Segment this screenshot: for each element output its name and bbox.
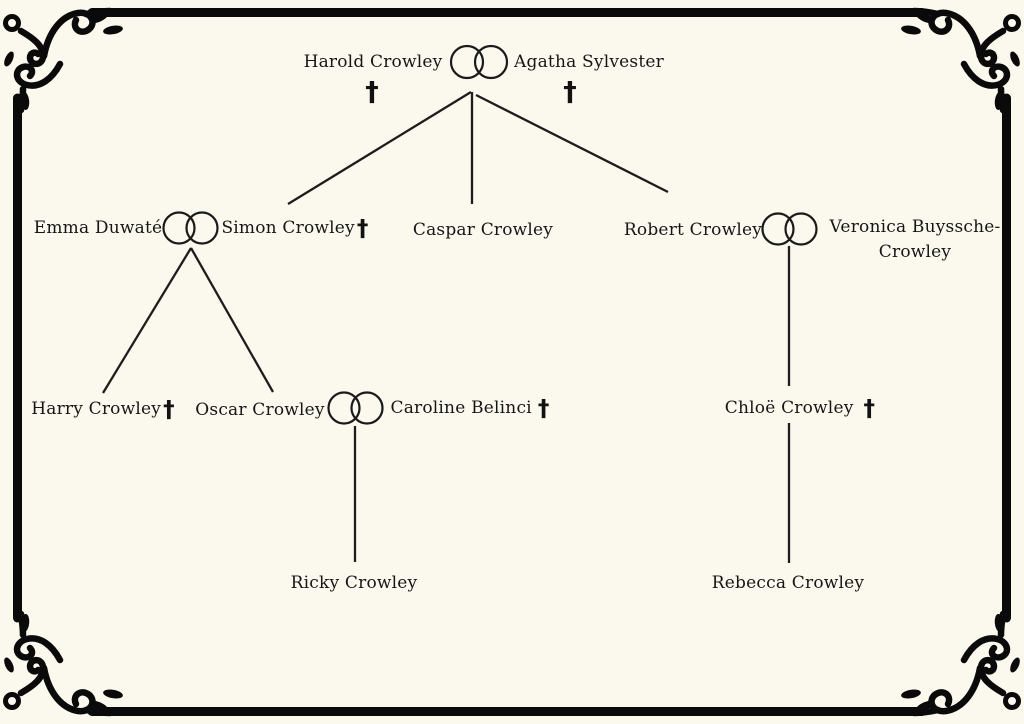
corner-ornament-top-left bbox=[2, 9, 123, 111]
descent-line bbox=[475, 93, 669, 194]
person-label-caspar: Caspar Crowley bbox=[413, 220, 553, 240]
corner-ornament-bottom-left bbox=[2, 614, 123, 716]
person-label-rebecca: Rebecca Crowley bbox=[712, 573, 864, 593]
deceased-dagger-icon: † bbox=[563, 76, 577, 108]
descent-line bbox=[190, 247, 274, 393]
person-name: Chloë Crowley bbox=[724, 398, 854, 418]
person-label-harold: Harold Crowley bbox=[304, 52, 443, 72]
person-label-simon: Simon Crowley † bbox=[221, 216, 369, 242]
person-label-caroline: Caroline Belinci † bbox=[390, 396, 550, 422]
person-name: Robert Crowley bbox=[623, 220, 763, 240]
person-label-oscar: Oscar Crowley bbox=[195, 400, 324, 420]
frame-border bbox=[13, 8, 1011, 716]
marriage-rings bbox=[162, 44, 818, 425]
person-name: Harold Crowley bbox=[303, 52, 443, 72]
person-label-emma: Emma Duwaté bbox=[34, 218, 163, 238]
marriage-rings-icon bbox=[449, 44, 509, 80]
person-name: Ricky Crowley bbox=[290, 573, 418, 593]
person-name: Rebecca Crowley bbox=[711, 573, 865, 593]
marriage-rings-icon bbox=[162, 211, 219, 245]
marriage-rings-icon bbox=[327, 391, 384, 425]
person-name: Simon Crowley bbox=[221, 218, 355, 238]
person-label-veronica: Veronica Buyssche-Crowley bbox=[827, 215, 1003, 265]
person-label-harry: Harry Crowley † bbox=[31, 397, 175, 423]
person-label-robert: Robert Crowley bbox=[624, 220, 762, 240]
person-name: Caroline Belinci bbox=[390, 398, 532, 418]
marriage-rings-icon bbox=[761, 212, 818, 246]
person-name: Agatha Sylvester bbox=[514, 52, 664, 72]
corner-ornament-top-right bbox=[900, 9, 1021, 111]
descent-line bbox=[102, 247, 192, 394]
person-name: Emma Duwaté bbox=[33, 218, 163, 238]
descent-line bbox=[287, 91, 472, 205]
corner-ornament-bottom-right bbox=[900, 614, 1021, 716]
person-label-chloe: Chloë Crowley † bbox=[724, 396, 876, 422]
corner-ornaments bbox=[2, 9, 1022, 716]
descent-lines bbox=[102, 91, 791, 563]
person-label-agatha: Agatha Sylvester bbox=[514, 52, 664, 72]
deceased-dagger-icon: † bbox=[365, 76, 379, 108]
person-name: Veronica Buyssche-Crowley bbox=[829, 217, 1001, 262]
person-name: Caspar Crowley bbox=[412, 220, 554, 240]
person-name: Oscar Crowley bbox=[195, 400, 325, 420]
person-name: Harry Crowley bbox=[31, 399, 162, 419]
person-label-ricky: Ricky Crowley bbox=[291, 573, 418, 593]
